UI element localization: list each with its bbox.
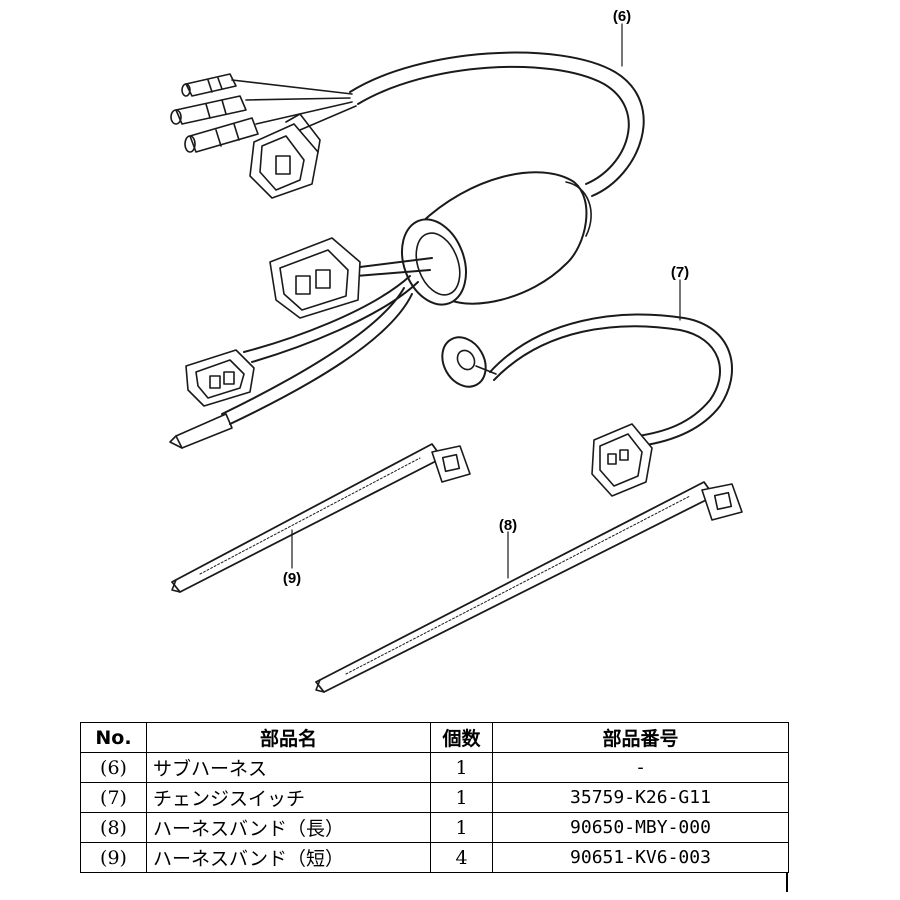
- table-row: (7) チェンジスイッチ 1 35759-K26-G11: [80, 782, 789, 813]
- callout-8: (8): [499, 517, 517, 534]
- callout-9: (9): [283, 570, 301, 587]
- harness-connector-small: [185, 349, 255, 407]
- ring-terminal: [441, 336, 497, 388]
- cable-grommet: [401, 171, 592, 306]
- cell-part-name: ハーネスバンド（長）: [146, 812, 431, 843]
- cell-no: (9): [80, 842, 147, 873]
- cell-part-number: 90650-MBY-000: [492, 812, 789, 843]
- header-part-name: 部品名: [146, 722, 431, 753]
- table-row: (8) ハーネスバンド（長） 1 90650-MBY-000: [80, 812, 789, 843]
- cell-quantity: 1: [430, 782, 493, 813]
- parts-table: No. 部品名 個数 部品番号 (6) サブハーネス 1 - (7) チェンジス…: [80, 722, 789, 873]
- cell-part-number: -: [492, 752, 789, 783]
- cell-part-name: サブハーネス: [146, 752, 431, 783]
- change-switch-connector: [591, 423, 653, 497]
- cell-quantity: 1: [430, 752, 493, 783]
- bullet-terminal-2: [170, 95, 247, 125]
- parts-illustration: (6) (7) (8) (9): [169, 8, 743, 693]
- cell-part-number: 90651-KV6-003: [492, 842, 789, 873]
- table-row: (6) サブハーネス 1 -: [80, 752, 789, 783]
- cell-quantity: 4: [430, 842, 493, 873]
- change-switch-illustration: [441, 313, 733, 497]
- cell-part-number: 35759-K26-G11: [492, 782, 789, 813]
- table-row: (9) ハーネスバンド（短） 4 90651-KV6-003: [80, 842, 789, 873]
- bullet-terminal-1: [181, 73, 237, 97]
- cell-no: (8): [80, 812, 147, 843]
- harness-connector-upper: [249, 113, 321, 199]
- cell-no: (6): [80, 752, 147, 783]
- table-header-row: No. 部品名 個数 部品番号: [80, 722, 789, 753]
- harness-connector-lower: [269, 237, 361, 319]
- bullet-terminal-3: [184, 117, 259, 153]
- header-quantity: 個数: [430, 722, 493, 753]
- cell-part-name: ハーネスバンド（短）: [146, 842, 431, 873]
- table-edge-rule: [786, 872, 788, 892]
- harness-band-short-illustration: [171, 443, 471, 593]
- cell-quantity: 1: [430, 812, 493, 843]
- callout-7: (7): [671, 264, 689, 281]
- sub-harness-illustration: [169, 51, 645, 449]
- pin-terminal: [169, 413, 233, 449]
- callout-6: (6): [613, 8, 631, 25]
- cell-part-name: チェンジスイッチ: [146, 782, 431, 813]
- harness-band-long-illustration: [315, 481, 743, 693]
- header-part-number: 部品番号: [492, 722, 789, 753]
- cell-no: (7): [80, 782, 147, 813]
- header-no: No.: [80, 722, 147, 753]
